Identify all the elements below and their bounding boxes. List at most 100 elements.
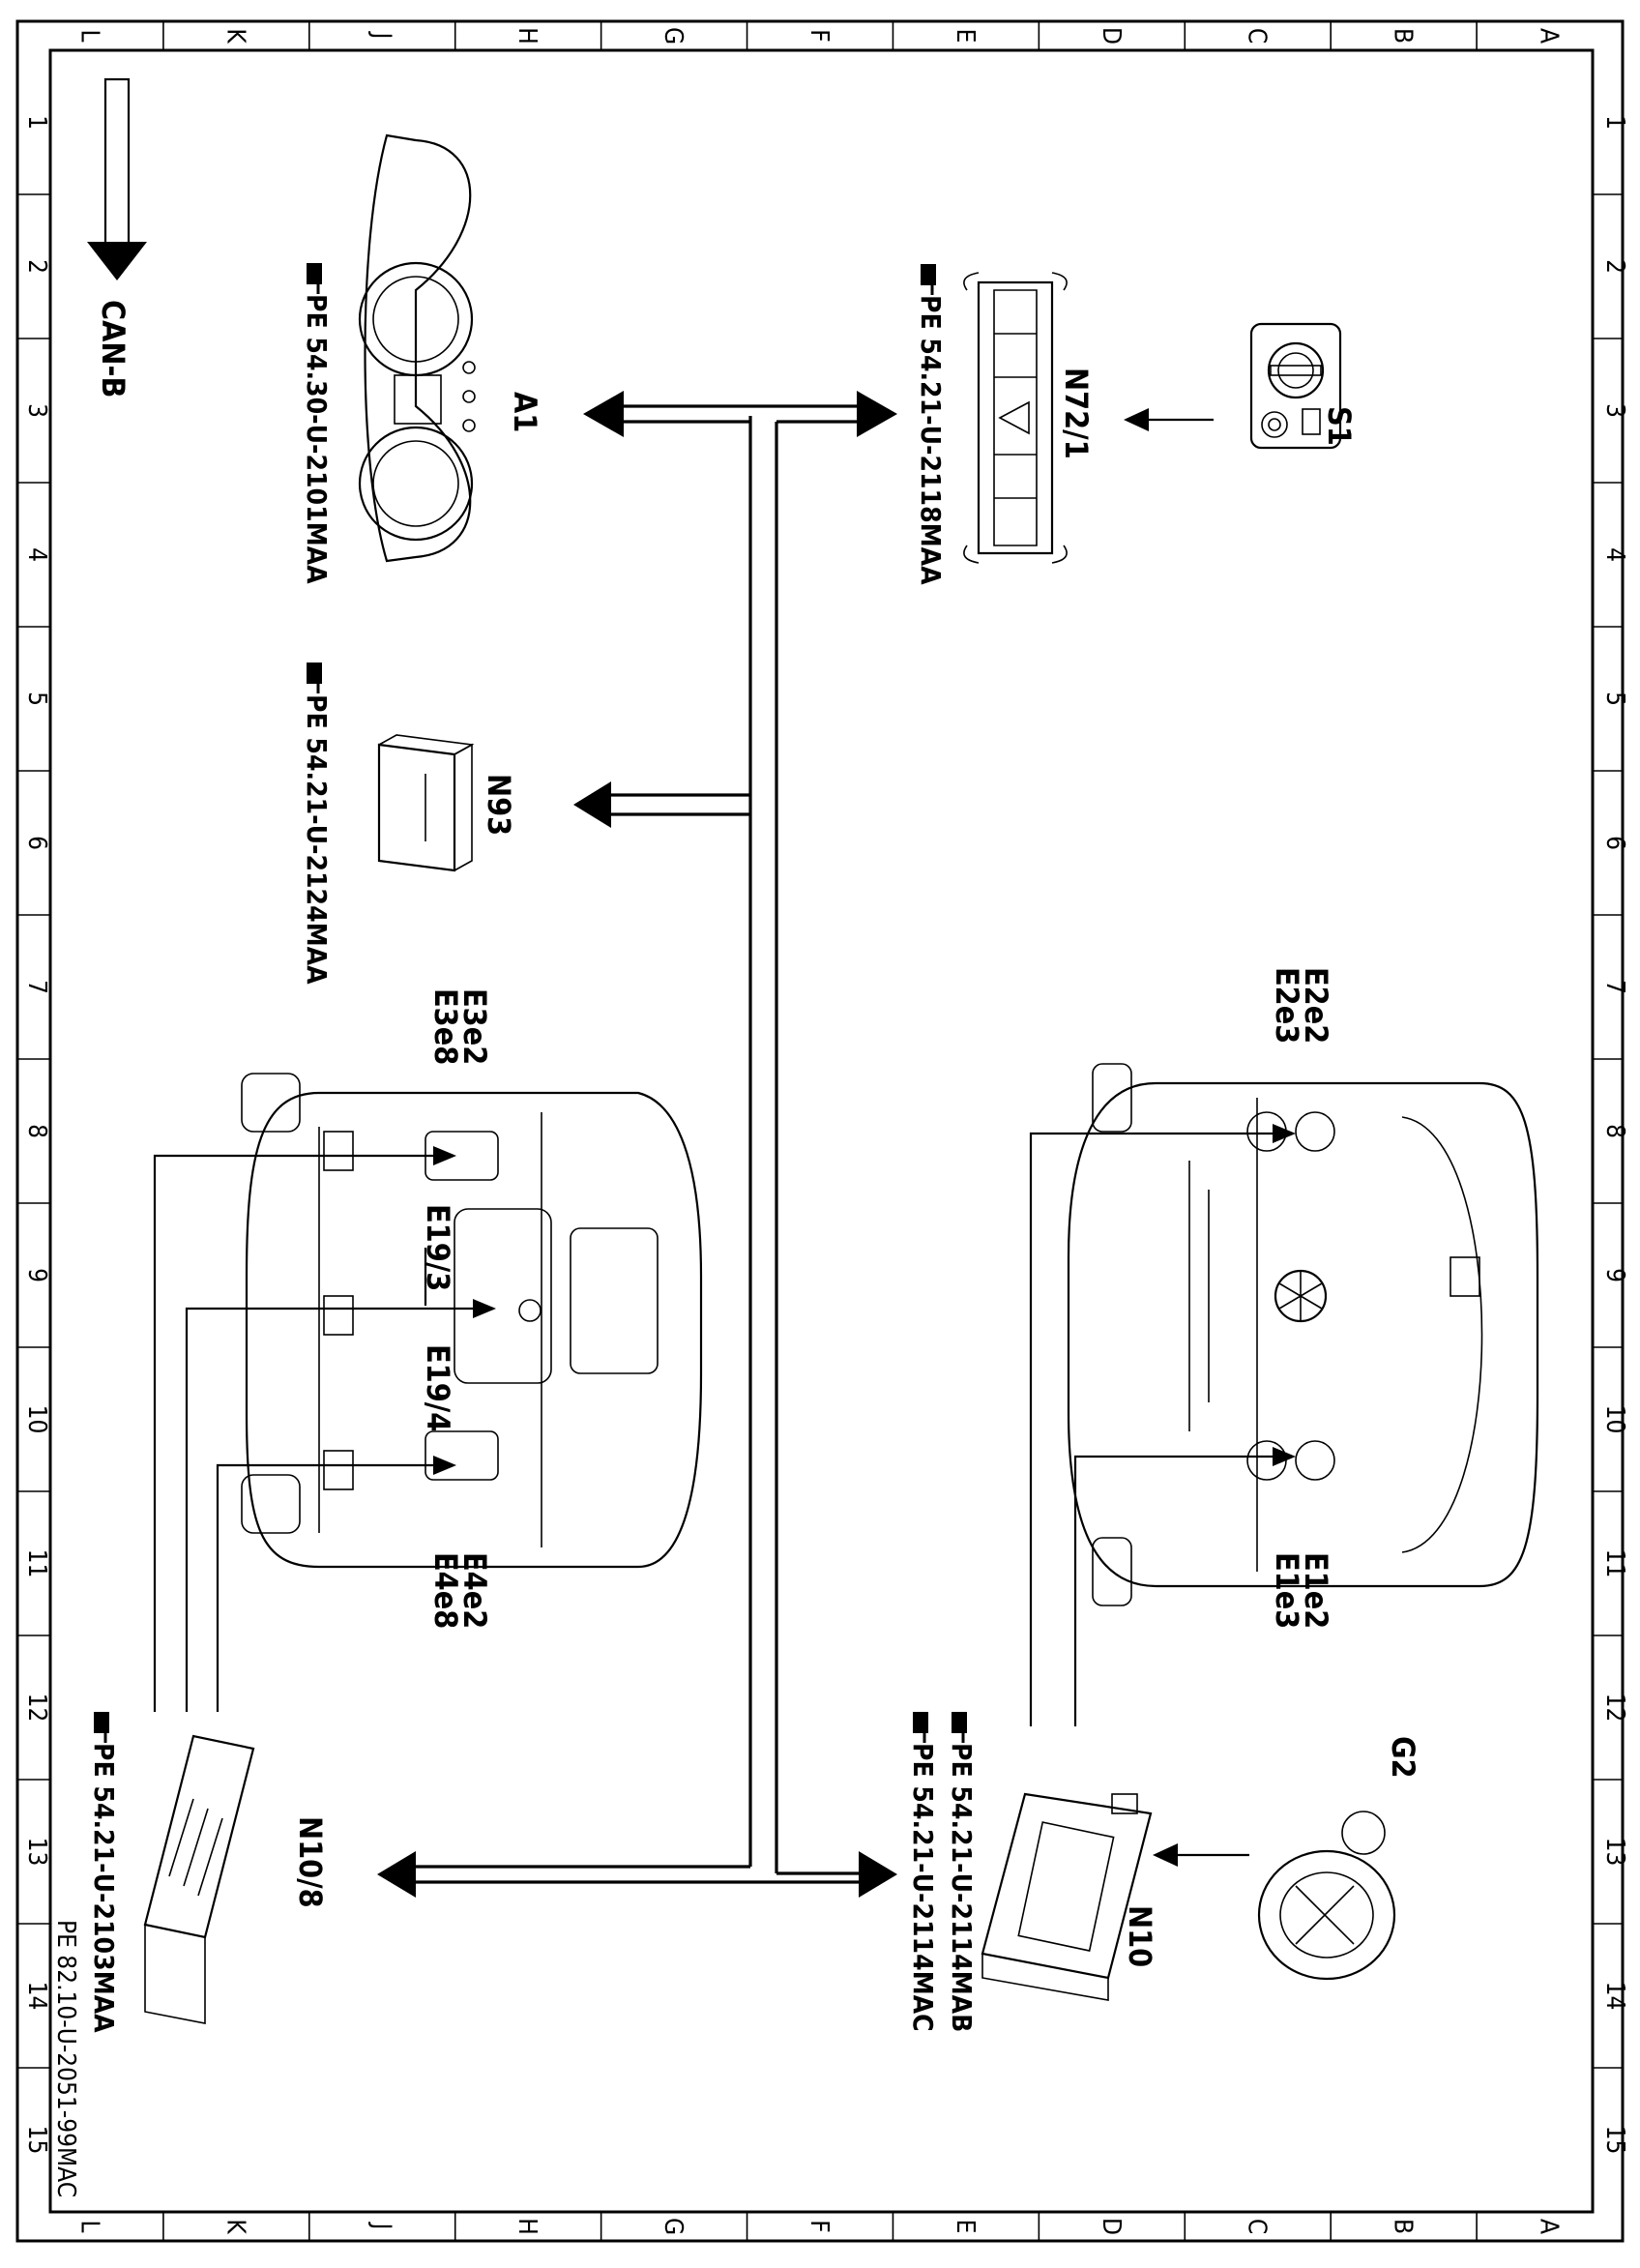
a1-instrument-cluster-icon <box>358 133 476 563</box>
grid-number-left: 5 <box>22 692 51 706</box>
grid-letter-top: C <box>1243 28 1272 44</box>
svg-text:PE 54.21-U-2114MAC: PE 54.21-U-2114MAC <box>907 1743 939 2032</box>
down-arrow-icon <box>87 77 147 280</box>
svg-text:PE 54.21-U-2103MAA: PE 54.21-U-2103MAA <box>88 1743 120 2033</box>
g2-generator-icon <box>1257 1811 1396 1981</box>
n72-1-label: N72/1 <box>1058 368 1095 459</box>
svg-text:PE 54.21-U-2118MAA: PE 54.21-U-2118MAA <box>915 295 947 585</box>
s1-to-n72-arrow <box>1124 408 1214 431</box>
svg-text:E2e3: E2e3 <box>1269 967 1305 1044</box>
can-b-bus <box>377 391 897 1898</box>
pointing-hand-icon <box>913 1712 928 1743</box>
a1-label: A1 <box>507 392 543 432</box>
grid-number-right: 8 <box>1600 1124 1629 1138</box>
grid-letter-bottom: K <box>220 2219 249 2234</box>
grid-number-right: 14 <box>1600 1982 1629 2011</box>
grid-number-right: 12 <box>1600 1694 1629 1723</box>
grid-number-right: 11 <box>1600 1549 1629 1578</box>
grid-letter-bottom: A <box>1535 2219 1564 2234</box>
grid-letter-top: L <box>74 29 103 42</box>
grid-number-right: 3 <box>1600 403 1629 418</box>
grid-number-left: 2 <box>22 259 51 274</box>
s1-label: S1 <box>1321 406 1358 446</box>
n10-label: N10 <box>1122 1905 1158 1967</box>
grid-number-right: 10 <box>1600 1405 1629 1434</box>
grid-number-left: 13 <box>22 1838 51 1867</box>
grid-letter-bottom: G <box>659 2218 688 2235</box>
pointing-hand-icon <box>94 1712 109 1743</box>
grid-number-left: 10 <box>22 1405 51 1434</box>
grid-letter-top: E <box>951 29 980 44</box>
grid-letter-top: J <box>366 31 395 40</box>
grid-letter-bottom: B <box>1389 2219 1418 2234</box>
grid-number-left: 9 <box>22 1268 51 1282</box>
grid-number-left: 15 <box>22 2126 51 2155</box>
grid-letter-bottom: F <box>805 2220 834 2232</box>
grid-letter-top: H <box>512 27 542 44</box>
grid-letter-bottom: E <box>951 2220 980 2234</box>
grid-letter-top: B <box>1389 28 1418 44</box>
g2-to-n10-arrow <box>1153 1843 1249 1867</box>
n10-8-label: N10/8 <box>292 1816 329 1908</box>
grid-letter-top: A <box>1535 28 1564 44</box>
e3-e4-e19-feed-wires <box>153 1146 496 1712</box>
grid-letter-bottom: J <box>366 2222 395 2230</box>
s1-switch-icon <box>1249 322 1342 450</box>
grid-number-right: 1 <box>1600 115 1629 130</box>
svg-text:E3e2: E3e2 <box>456 988 493 1065</box>
n93-module-icon <box>377 734 475 872</box>
n10-references: PE 54.21-U-2114MAB PE 54.21-U-2114MAC <box>907 1712 978 2032</box>
svg-text:E2e2: E2e2 <box>1298 967 1334 1044</box>
grid-number-right: 5 <box>1600 692 1629 706</box>
e19-4-label: E19/4 <box>420 1344 456 1431</box>
n10-8-reference: PE 54.21-U-2103MAA <box>88 1712 120 2033</box>
n93-reference: PE 54.21-U-2124MAA <box>301 663 333 985</box>
grid-number-left: 8 <box>22 1124 51 1138</box>
grid-letter-bottom: C <box>1243 2219 1272 2234</box>
e2-labels: E2e2 E2e3 <box>1269 967 1334 1044</box>
grid-letter-top: D <box>1097 27 1126 44</box>
g2-label: G2 <box>1385 1736 1421 1779</box>
svg-text:E1e2: E1e2 <box>1298 1552 1334 1629</box>
grid-letter-bottom: H <box>512 2218 542 2235</box>
pointing-hand-icon <box>307 263 322 294</box>
vehicle-rear-view-icon <box>241 1073 703 1569</box>
grid-number-left: 12 <box>22 1694 51 1723</box>
can-b-label: CAN-B <box>95 300 132 398</box>
grid-number-left: 6 <box>22 836 51 850</box>
grid-number-left: 3 <box>22 403 51 418</box>
e1-labels: E1e2 E1e3 <box>1269 1552 1334 1629</box>
grid-letter-top: G <box>659 27 688 44</box>
grid-number-right: 7 <box>1600 980 1629 994</box>
grid-number-right: 9 <box>1600 1268 1629 1282</box>
svg-text:PE 54.30-U-2101MAA: PE 54.30-U-2101MAA <box>301 294 333 584</box>
n10-8-module-icon <box>143 1734 255 2024</box>
svg-text:E1e3: E1e3 <box>1269 1552 1305 1629</box>
grid-number-right: 6 <box>1600 836 1629 850</box>
svg-text:E4e2: E4e2 <box>456 1552 493 1629</box>
grid-letter-bottom: D <box>1097 2218 1126 2235</box>
diagram-frame <box>15 19 1625 2243</box>
pointing-hand-icon <box>921 264 936 295</box>
grid-number-left: 11 <box>22 1549 51 1578</box>
pointing-hand-icon <box>307 663 322 693</box>
grid-number-left: 4 <box>22 547 51 562</box>
e1-e2-feed-wires <box>1029 1124 1296 1726</box>
e3-labels: E3e2 E3e8 <box>427 988 493 1065</box>
can-b-legend: CAN-B <box>87 77 147 398</box>
grid-number-left: 7 <box>22 980 51 994</box>
svg-text:PE 54.21-U-2114MAB: PE 54.21-U-2114MAB <box>946 1743 978 2032</box>
a1-reference: PE 54.30-U-2101MAA <box>301 263 333 584</box>
n72-1-reference: PE 54.21-U-2118MAA <box>915 264 947 585</box>
grid-letter-top: K <box>220 28 249 44</box>
pointing-hand-icon <box>952 1712 967 1743</box>
grid-letter-top: F <box>805 29 834 42</box>
grid-number-right: 2 <box>1600 259 1629 274</box>
document-id: PE 82.10-U-2051-99MAC <box>51 1920 80 2197</box>
grid-number-left: 14 <box>22 1982 51 2011</box>
grid-number-right: 15 <box>1600 2126 1629 2155</box>
grid-number-left: 1 <box>22 115 51 130</box>
grid-number-right: 4 <box>1600 547 1629 562</box>
